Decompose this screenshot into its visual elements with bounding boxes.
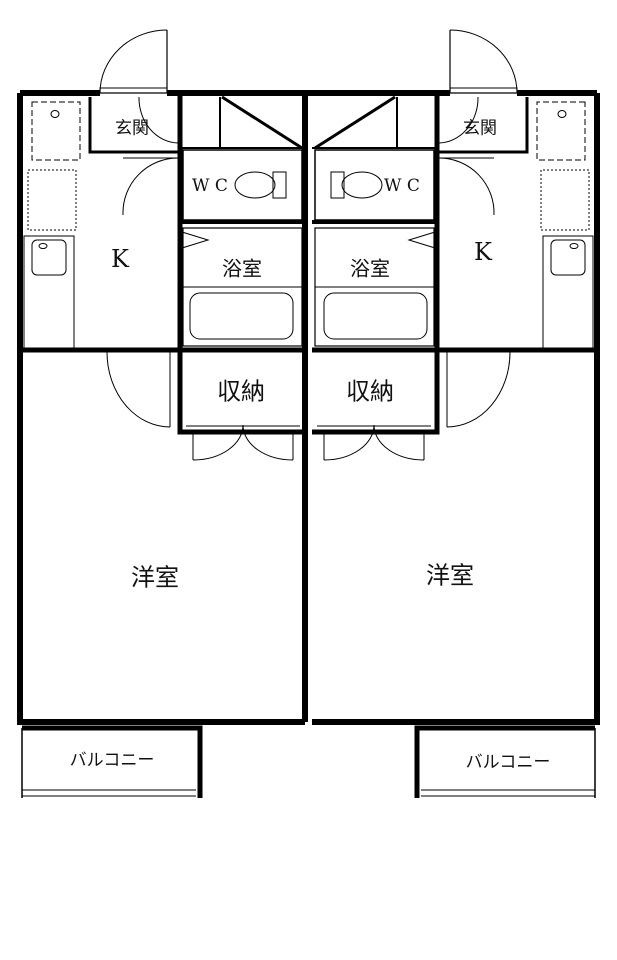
western-room-label: 洋室 <box>131 563 179 592</box>
wc-label: W C <box>192 176 228 196</box>
unit-right <box>312 30 597 798</box>
unit-left <box>20 30 305 798</box>
balcony-label: バルコニー <box>465 752 551 773</box>
kitchen-label: K <box>474 238 492 266</box>
bath-label: 浴室 <box>350 256 390 281</box>
western-room-label: 洋室 <box>426 561 474 590</box>
balcony-label: バルコニー <box>69 750 155 771</box>
entrance-label: 玄関 <box>115 118 149 139</box>
storage-label: 収納 <box>346 377 394 406</box>
kitchen-label: K <box>111 245 129 273</box>
bath-label: 浴室 <box>222 256 262 281</box>
wc-label: W C <box>384 176 420 196</box>
entrance-label: 玄関 <box>463 118 497 139</box>
storage-label: 収納 <box>217 377 265 406</box>
